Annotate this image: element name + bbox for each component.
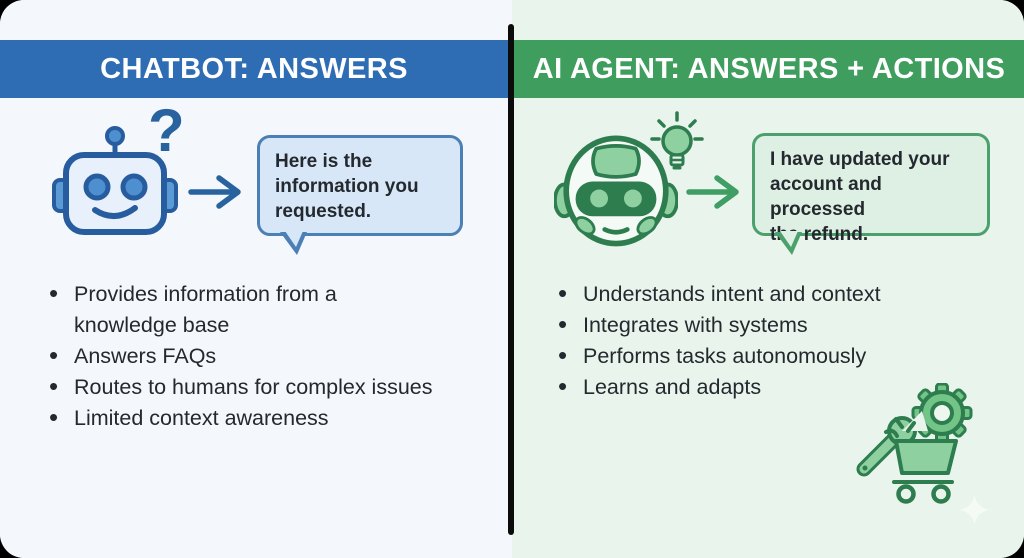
shopping-cart-icon (884, 428, 958, 504)
chatbot-speech-bubble: Here is the information you requested. (257, 135, 463, 255)
ai-agent-title: AI AGENT: ANSWERS + ACTIONS (532, 52, 1006, 85)
list-item: Provides information from a knowledge ba… (44, 278, 504, 341)
gear-icon (911, 383, 973, 444)
ai-agent-bullet-list: Understands intent and context Integrate… (553, 278, 993, 403)
tools-cart-icon (856, 383, 973, 504)
wrench-icon (856, 411, 928, 477)
list-item: Limited context awareness (44, 402, 504, 434)
list-item: Understands intent and context (553, 278, 993, 310)
list-item: Answers FAQs (44, 340, 504, 372)
chatbot-title: CHATBOT: ANSWERS (100, 52, 408, 85)
arrow-right-icon (686, 175, 739, 209)
lightbulb-icon (650, 111, 704, 170)
center-divider (508, 24, 514, 535)
list-item: Learns and adapts (553, 371, 993, 403)
ai-agent-speech-bubble: I have updated your account and processe… (752, 133, 990, 255)
question-mark-icon: ? (148, 97, 185, 164)
list-item: Integrates with systems (553, 309, 993, 341)
list-item: Routes to humans for complex issues (44, 371, 504, 403)
chatbot-bullet-list: Provides information from a knowledge ba… (44, 278, 504, 434)
chatbot-robot-icon (52, 126, 178, 235)
arrow-right-icon (188, 175, 241, 209)
sparkle-watermark-icon: ✦ (956, 487, 993, 536)
list-item: Performs tasks autonomously (553, 340, 993, 372)
ai-agent-header: AI AGENT: ANSWERS + ACTIONS (514, 40, 1024, 98)
ai-robot-icon (554, 135, 678, 247)
chatbot-header: CHATBOT: ANSWERS (0, 40, 508, 98)
